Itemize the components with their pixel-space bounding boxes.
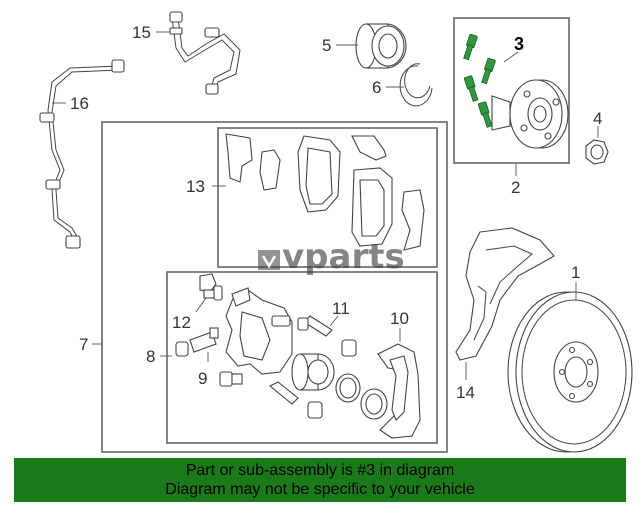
- callout-13: 13: [186, 177, 205, 196]
- bleeder-screw-part: [175, 327, 243, 387]
- snap-ring-part: [399, 63, 433, 107]
- brake-pad-set-part: [225, 133, 425, 251]
- brake-assembly-diagram: 15 16 5 6 2: [39, 11, 633, 453]
- hub-frame: [453, 17, 570, 164]
- callout-12: 12: [172, 313, 191, 332]
- callout-10: 10: [390, 309, 409, 328]
- banner-line-1: Part or sub-assembly is #3 in diagram: [185, 462, 455, 479]
- banner-line-2: Diagram may not be specific to your vehi…: [165, 481, 475, 498]
- callout-7: 7: [79, 335, 88, 354]
- pad-set-frame: [217, 127, 438, 268]
- info-banner: Part or sub-assembly is #3 in diagram Di…: [14, 458, 626, 502]
- abs-sensor-wire-part: [39, 59, 125, 249]
- callout-6: 6: [372, 78, 381, 97]
- svg-text:vparts: vparts: [282, 237, 405, 277]
- callout-8: 8: [146, 347, 155, 366]
- callout-15: 15: [132, 23, 151, 42]
- callout-5: 5: [322, 36, 331, 55]
- callout-12-leader: [195, 297, 207, 313]
- caliper-bolt-part: [199, 273, 223, 301]
- callout-1: 1: [571, 263, 580, 282]
- caliper-body-frame: [166, 271, 438, 444]
- caliper-bracket-part: [377, 343, 421, 439]
- callout-2: 2: [511, 178, 520, 197]
- brake-hose-part: [169, 11, 241, 95]
- callout-11-leader: [329, 315, 339, 327]
- guide-pin-part: [268, 315, 357, 419]
- hub-nut-part: [585, 139, 609, 165]
- caliper-body-part: [225, 287, 293, 375]
- hub-bolt-part-highlighted: [463, 33, 496, 128]
- callout-16: 16: [70, 94, 89, 113]
- callout-11: 11: [332, 299, 350, 318]
- caliper-assembly-frame: [101, 121, 448, 453]
- callout-9: 9: [198, 369, 207, 388]
- wheel-bearing-part: [355, 23, 407, 69]
- callout-14: 14: [456, 383, 475, 402]
- vparts-watermark: vparts: [258, 237, 405, 277]
- dust-shield-part: [455, 227, 555, 361]
- callout-4: 4: [593, 109, 602, 128]
- caliper-piston-part: [291, 353, 388, 420]
- callout-3-leader: [503, 51, 519, 63]
- callout-3: 3: [514, 34, 524, 54]
- wheel-hub-part: [491, 79, 569, 149]
- brake-rotor-part: [507, 291, 633, 453]
